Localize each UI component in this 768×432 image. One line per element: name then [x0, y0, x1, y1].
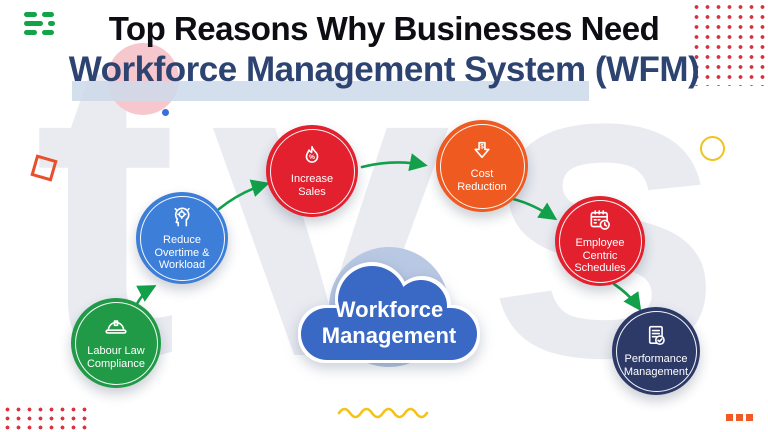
flow-arrow	[217, 179, 270, 211]
node-cost-reduction: $Cost Reduction	[436, 120, 528, 212]
node-ring	[139, 195, 225, 281]
squares-icon	[726, 414, 753, 421]
cloud-text-line1: Workforce	[334, 297, 444, 322]
squiggle-line-icon	[337, 407, 429, 419]
subtitle-highlight	[72, 81, 589, 101]
node-performance-management: Performance Management	[612, 307, 700, 395]
node-ring	[269, 128, 355, 214]
dot-grid-top-right	[691, 2, 768, 86]
cloud-text: Workforce Management	[298, 297, 480, 349]
flow-arrow	[360, 153, 428, 172]
circle-outline-icon	[700, 136, 725, 161]
node-ring	[439, 123, 525, 209]
menu-lines-icon	[24, 12, 55, 35]
node-ring	[74, 301, 158, 385]
dot-grid-bottom-left	[2, 405, 90, 432]
workforce-cloud	[298, 262, 480, 363]
page-title: Top Reasons Why Businesses Need	[108, 10, 660, 47]
flow-arrow	[612, 282, 642, 312]
cloud-text-line2: Management	[321, 323, 457, 348]
node-labour-law-compliance: Labour Law Compliance	[71, 298, 161, 388]
node-increase-sales: %Increase Sales	[266, 125, 358, 217]
node-ring	[615, 310, 697, 392]
node-reduce-overtime-workload: Reduce Overtime & Workload	[136, 192, 228, 284]
page-subtitle: Workforce Management System (WFM)	[68, 50, 700, 89]
flow-arrow	[511, 197, 558, 221]
node-ring	[558, 199, 642, 283]
blue-dot-decoration	[162, 109, 169, 116]
pink-circle-decoration	[107, 43, 179, 115]
node-employee-centric-schedules: Employee Centric Schedules	[555, 196, 645, 286]
